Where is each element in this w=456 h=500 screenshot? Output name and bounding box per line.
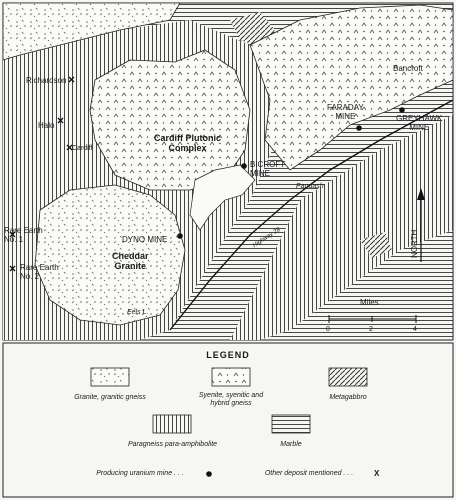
legend-label-paragneiss: Paragneiss para-amphibolite [127, 441, 218, 448]
highway-28-line [169, 99, 454, 331]
legend-swatch-paragneiss [152, 414, 192, 434]
scale-tick-4: 4 [413, 326, 417, 333]
faraday-mine-symbol [356, 125, 362, 131]
legend-label-metagabbro: Metagabbro [329, 394, 367, 401]
label-cardiff-plutonic-complex: Cardiff Plutonic Complex [154, 133, 221, 153]
label-greyhawk-mine: GREYHAWK MINE [396, 114, 443, 132]
legend-swatch-marble [271, 414, 311, 434]
label-halo: Halo [38, 121, 55, 130]
label-north: NORTH [410, 229, 419, 258]
legend-label-granite: Granite, granitic gneiss [74, 394, 146, 401]
label-rare-earth-2: Rare Earth No. 2 [20, 263, 59, 281]
scale-tick-2: 2 [369, 326, 373, 333]
dyno-mine-symbol [177, 233, 183, 239]
greyhawk-mine-symbol [399, 107, 405, 113]
label-cheddar-granite: Cheddar Granite [112, 251, 149, 271]
legend-title: LEGEND [206, 350, 250, 360]
legend-label-syenite: Syenite, syenitic and hybrid gneiss [198, 392, 264, 407]
legend-swatch-metagabbro [328, 367, 368, 387]
legend-swatch-granite [90, 367, 130, 387]
legend-label-marble: Marble [280, 441, 302, 448]
label-paudash: Paudash [296, 183, 324, 190]
scale-tick-0: 0 [326, 326, 330, 333]
label-bicroft-mine: BICROFT MINE [250, 160, 286, 178]
scale-bar [328, 315, 417, 323]
label-faraday-mine: FARADAY MINE [327, 103, 364, 121]
label-bancroft: Bancroft [393, 64, 423, 73]
legend-label-producing: Producing uranium mine . . . [96, 470, 184, 477]
label-richardson: Richardson [26, 76, 67, 85]
other-deposit-marks [9, 76, 75, 272]
label-dyno-mine: DYNO MINE [122, 235, 168, 244]
bicroft-mine-symbol [241, 163, 247, 169]
legend-swatch-syenite [211, 367, 251, 387]
label-eels-lake: Eels L. [127, 309, 149, 316]
legend-symbol-other: X [374, 469, 380, 478]
legend-label-other: Other deposit mentioned . . . [264, 470, 354, 477]
legend-symbol-producing [206, 471, 212, 477]
scale-title: Miles [360, 298, 379, 307]
label-cardiff: Cardiff [72, 145, 93, 152]
legend-panel [2, 342, 454, 498]
north-arrow [417, 188, 425, 262]
label-rare-earth-1: Rare Earth No. 1 [4, 226, 43, 244]
